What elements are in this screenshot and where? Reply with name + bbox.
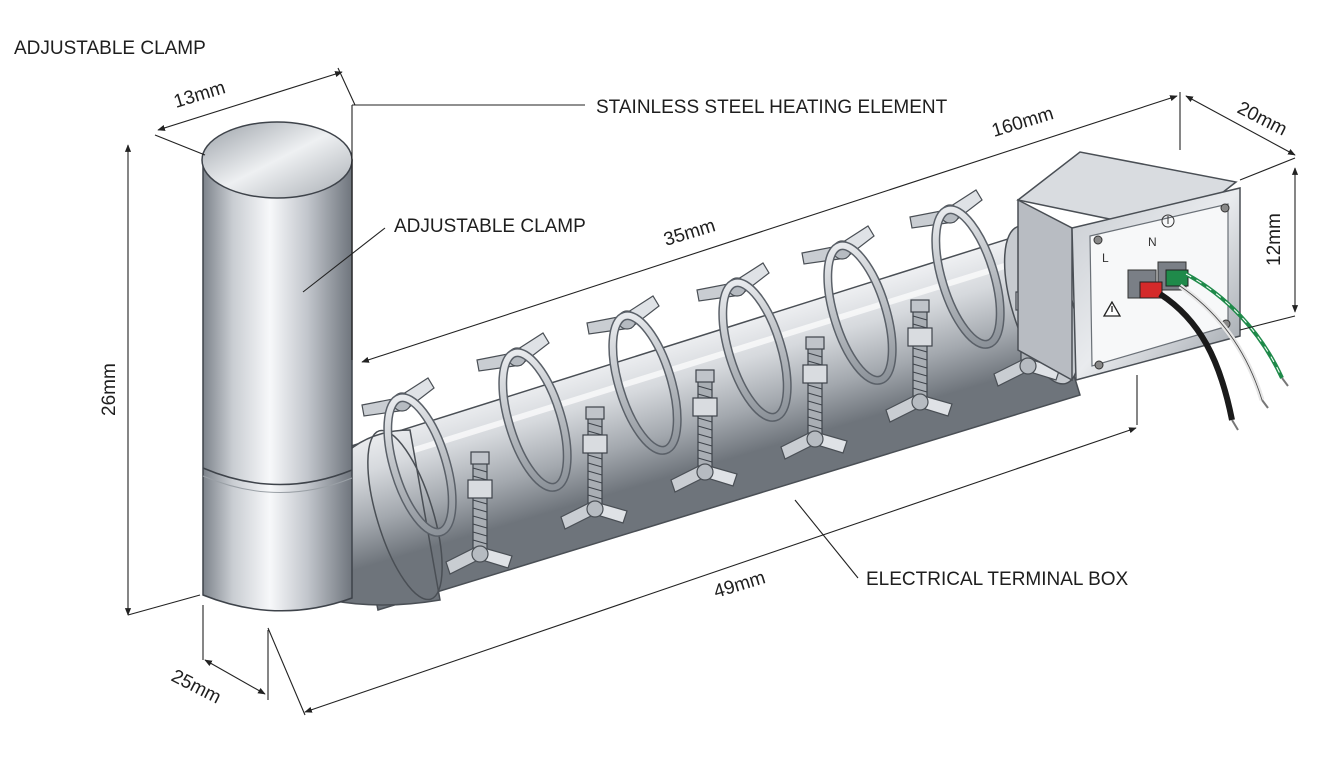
clamp-label-top: ADJUSTABLE CLAMP [14,38,206,59]
dim-bottom-length: 49mm [711,567,768,603]
dim-total-length: 160mm [989,103,1056,142]
leader-lines [302,227,859,579]
terminal-neutral-label: N [1148,235,1157,249]
dimension-lines [124,67,1299,716]
heating-element-label: STAINLESS STEEL HEATING ELEMENT [596,97,948,118]
vertical-riser [201,121,353,612]
horizontal-pipe [344,225,1081,611]
dim-base-depth: 25mm [168,666,225,709]
terminal-box-label: ELECTRICAL TERMINAL BOX [866,569,1129,590]
clamp-label-mid: ADJUSTABLE CLAMP [394,216,586,237]
dim-pipe-length: 35mm [661,215,718,251]
dim-box-height: 12mm [1264,213,1285,266]
dim-riser-height: 26mm [99,363,120,416]
dim-top-width: 13mm [171,77,228,113]
dim-box-depth: 20mm [1234,98,1291,141]
terminal-live-label: L [1102,251,1109,265]
wing-nut-icon [885,393,953,423]
